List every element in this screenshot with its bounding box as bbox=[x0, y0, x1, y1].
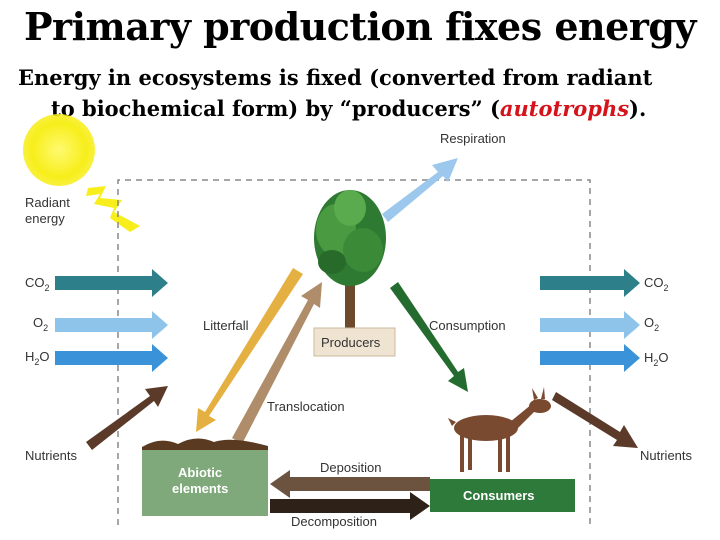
deposition-arrow bbox=[270, 470, 430, 498]
tree-icon bbox=[314, 190, 386, 328]
h2o-out-label: H2O bbox=[644, 350, 669, 368]
subtitle-line2-end: ). bbox=[629, 96, 647, 121]
litterfall-label: Litterfall bbox=[203, 318, 249, 333]
producers-box bbox=[313, 327, 396, 357]
o2-out-arrow bbox=[540, 311, 640, 339]
slide-title: Primary production fixes energy bbox=[23, 4, 697, 49]
h2o-in-label: H2O bbox=[25, 349, 50, 367]
subtitle-line2: to biochemical form) by “producers” (aut… bbox=[18, 93, 718, 124]
consumption-arrow bbox=[390, 282, 468, 392]
translocation-arrow bbox=[232, 282, 322, 444]
co2-out-arrow bbox=[540, 269, 640, 297]
radiant-energy-label-1: Radiant bbox=[25, 195, 70, 210]
abiotic-label-2: elements bbox=[172, 481, 228, 496]
decomposition-label: Decomposition bbox=[291, 514, 377, 529]
lightning-bolt-icon bbox=[86, 186, 140, 232]
co2-in-label: CO2 bbox=[25, 275, 50, 293]
respiration-label: Respiration bbox=[440, 131, 506, 146]
deer-icon bbox=[448, 387, 551, 472]
co2-out-label: CO2 bbox=[644, 275, 669, 293]
slide-subtitle: Energy in ecosystems is fixed (converted… bbox=[18, 62, 718, 124]
sun-icon bbox=[23, 114, 95, 186]
o2-out-label: O2 bbox=[644, 315, 659, 333]
nutrients-out-label: Nutrients bbox=[640, 448, 693, 463]
producers-label: Producers bbox=[321, 335, 381, 350]
h2o-out-arrow bbox=[540, 344, 640, 372]
consumers-box bbox=[430, 479, 575, 512]
litter-pile-icon bbox=[142, 438, 268, 452]
deposition-label: Deposition bbox=[320, 460, 381, 475]
autotrophs-term: autotrophs bbox=[499, 96, 630, 121]
abiotic-elements-box bbox=[142, 450, 268, 516]
abiotic-label-1: Abiotic bbox=[178, 465, 222, 480]
litterfall-arrow bbox=[196, 268, 303, 432]
nutrients-out-arrow bbox=[552, 392, 638, 448]
o2-in-label: O2 bbox=[33, 315, 48, 333]
o2-in-arrow bbox=[55, 311, 168, 339]
h2o-in-arrow bbox=[55, 344, 168, 372]
respiration-arrow bbox=[382, 158, 458, 222]
decomposition-arrow bbox=[270, 492, 430, 520]
consumption-label: Consumption bbox=[429, 318, 506, 333]
nutrients-in-arrow bbox=[86, 386, 168, 450]
subtitle-line1: Energy in ecosystems is fixed (converted… bbox=[18, 65, 653, 90]
co2-in-arrow bbox=[55, 269, 168, 297]
radiant-energy-label-2: energy bbox=[25, 211, 65, 226]
subtitle-line2-text: to biochemical form) by “producers” ( bbox=[51, 96, 500, 121]
consumers-label: Consumers bbox=[463, 488, 535, 503]
nutrients-in-label: Nutrients bbox=[25, 448, 78, 463]
translocation-label: Translocation bbox=[267, 399, 345, 414]
